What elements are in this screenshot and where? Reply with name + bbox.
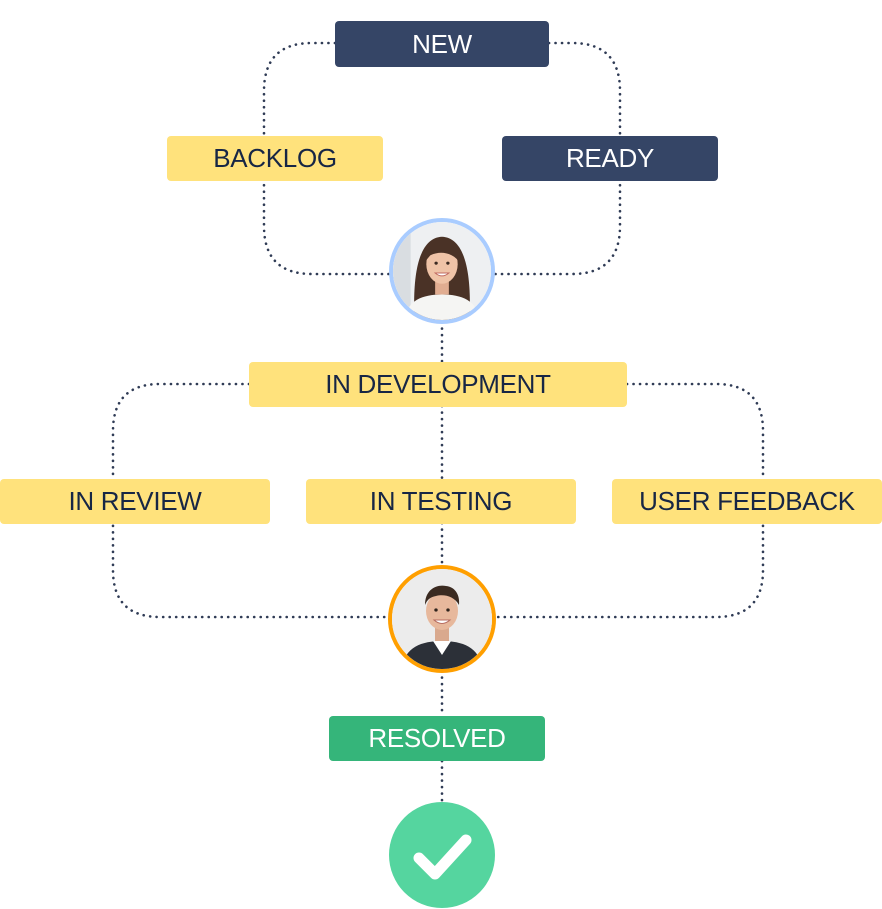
status-in-development[interactable]: IN DEVELOPMENT — [249, 362, 627, 407]
status-ready[interactable]: READY — [502, 136, 718, 181]
status-in-testing[interactable]: IN TESTING — [306, 479, 576, 524]
man-portrait — [392, 569, 492, 669]
status-resolved[interactable]: RESOLVED — [329, 716, 545, 761]
status-new[interactable]: NEW — [335, 21, 549, 67]
status-user-feedback[interactable]: USER FEEDBACK — [612, 479, 882, 524]
checkmark-circle-icon — [389, 802, 495, 908]
woman-avatar-icon — [389, 218, 495, 324]
status-backlog[interactable]: BACKLOG — [167, 136, 383, 181]
man-avatar-icon — [388, 565, 496, 673]
status-in-review[interactable]: IN REVIEW — [0, 479, 270, 524]
woman-portrait — [393, 222, 491, 320]
